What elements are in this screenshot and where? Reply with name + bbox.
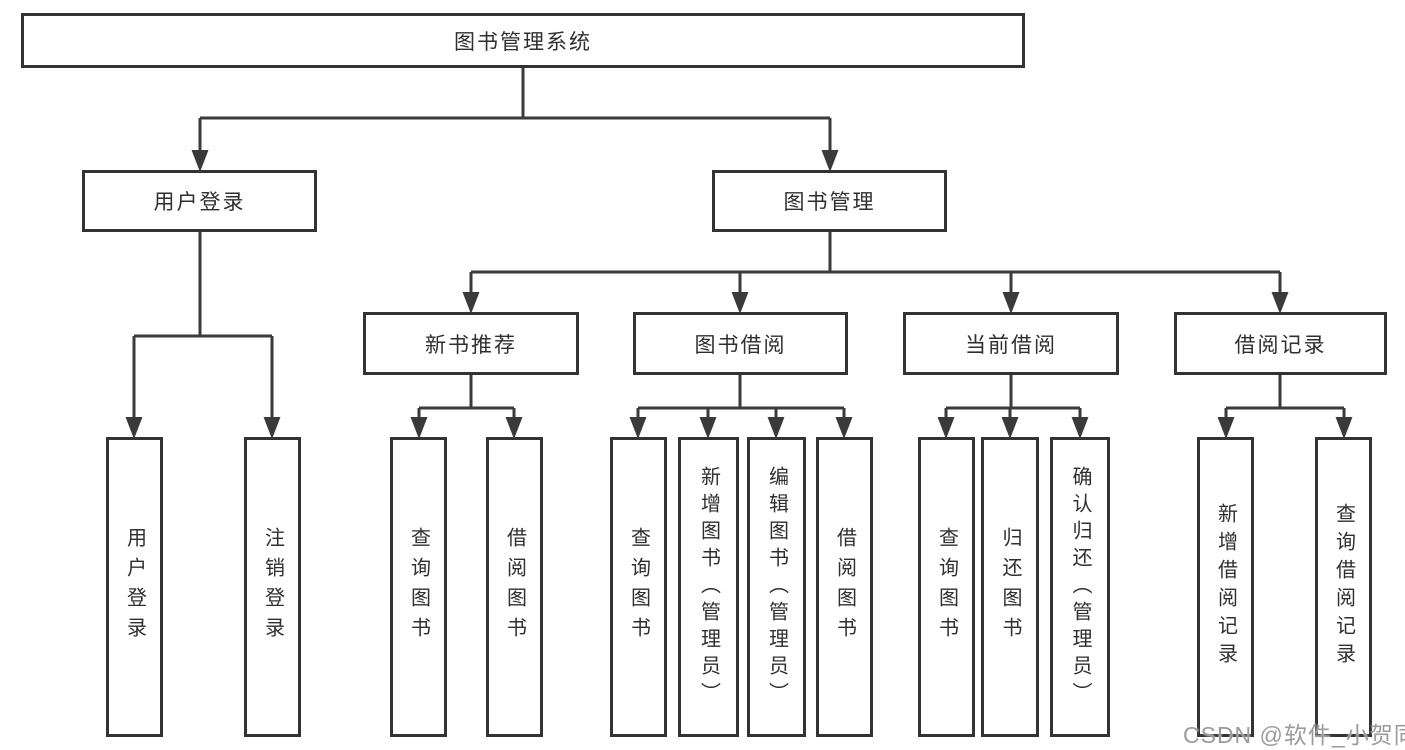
tree-rails [132, 68, 1346, 421]
leaf-query-borrow-record: 查询借阅记录 [1315, 437, 1372, 737]
leaf-query-books-current: 查询图书 [918, 437, 975, 737]
leaf-return-books: 归还图书 [981, 437, 1039, 737]
node-book-management: 图书管理 [712, 170, 947, 232]
leaf-add-borrow-record: 新增借阅记录 [1197, 437, 1254, 737]
node-new-book-recommend: 新书推荐 [363, 312, 579, 375]
node-borrow-records: 借阅记录 [1174, 312, 1387, 375]
node-library-system: 图书管理系统 [21, 13, 1025, 68]
leaf-borrow-books-recommend: 借阅图书 [486, 437, 543, 737]
leaf-query-books-borrow: 查询图书 [610, 437, 667, 737]
leaf-query-books-recommend: 查询图书 [390, 437, 447, 737]
leaf-add-books-admin: 新增图书（管理员） [678, 437, 739, 737]
leaf-edit-books-admin: 编辑图书（管理员） [747, 437, 806, 737]
node-book-borrow: 图书借阅 [633, 312, 848, 375]
arrowheads [125, 150, 1353, 439]
node-current-borrow: 当前借阅 [903, 312, 1119, 375]
leaf-confirm-return-admin: 确认归还（管理员） [1050, 437, 1110, 737]
leaf-borrow-books: 借阅图书 [816, 437, 873, 737]
node-user-login: 用户登录 [82, 170, 317, 232]
leaf-logout: 注销登录 [244, 437, 301, 737]
leaf-user-login: 用户登录 [106, 437, 163, 737]
csdn-watermark: CSDN @软件_小贺同学 [1183, 722, 1405, 748]
